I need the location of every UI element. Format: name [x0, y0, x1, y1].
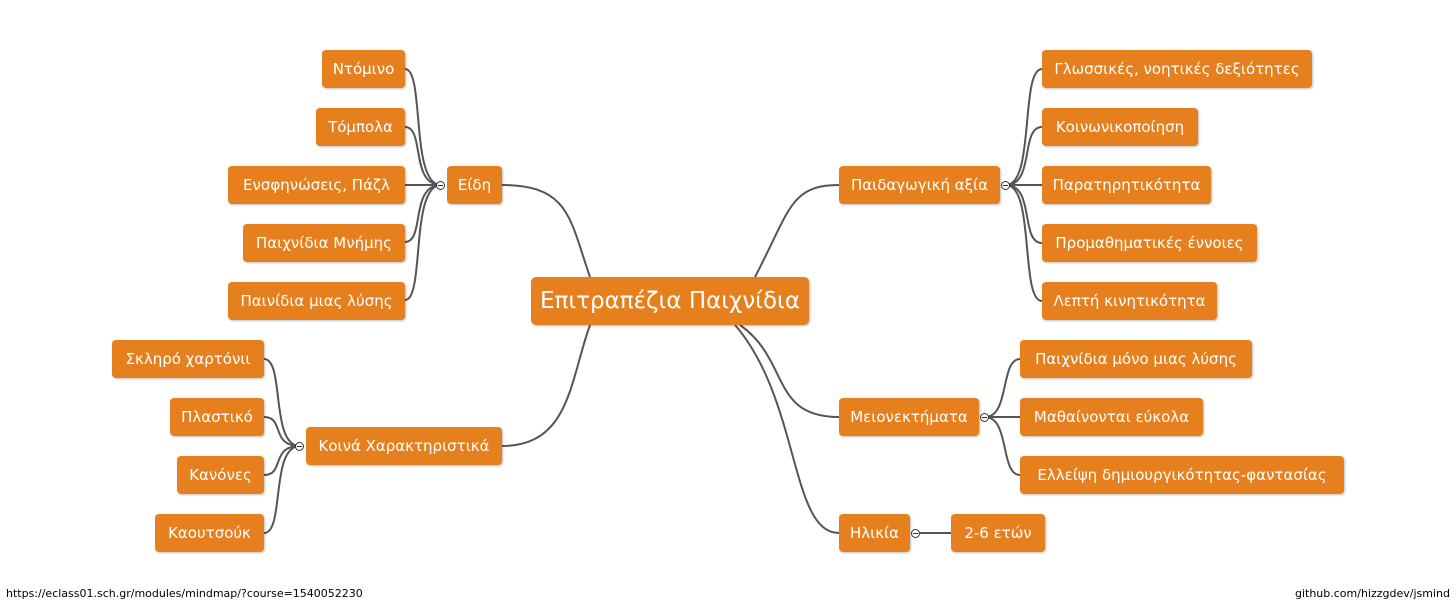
leaf-pedagogy-4[interactable]: Προμαθηματικές έννοιες — [1042, 224, 1257, 262]
line-types-5 — [404, 184, 442, 301]
leaf-drawbacks-1[interactable]: Παιχνίδια μόνο μιας λύσης — [1020, 340, 1252, 378]
branch-age[interactable]: Ηλικία — [839, 514, 910, 552]
branch-drawbacks[interactable]: Μειονεκτήματα — [839, 398, 979, 436]
line-pedagogy-4 — [1005, 184, 1043, 244]
line-common-1 — [263, 358, 301, 447]
leaf-types-2[interactable]: Τόμπολα — [316, 108, 405, 146]
collapse-age-toggle[interactable] — [911, 529, 920, 538]
footer-credit: github.com/hizzgdev/jsmind — [1294, 587, 1450, 600]
root-node[interactable]: Επιτραπέζια Παιχνίδια — [531, 277, 809, 325]
branch-common[interactable]: Κοινά Χαρακτηριστικά — [306, 427, 502, 465]
line-common-2 — [263, 416, 301, 447]
leaf-common-2[interactable]: Πλαστικό — [170, 398, 264, 436]
line-pedagogy-1 — [1005, 68, 1043, 186]
leaf-common-4[interactable]: Καουτσούκ — [155, 514, 264, 552]
collapse-drawbacks-toggle[interactable] — [980, 413, 989, 422]
leaf-types-4[interactable]: Παιχνίδια Μνήμης — [243, 224, 405, 262]
leaf-age-1[interactable]: 2-6 ετών — [951, 514, 1045, 552]
line-root-common — [501, 324, 591, 447]
leaf-drawbacks-3[interactable]: Ελλείψη δημιουργικότητας-φαντασίας — [1020, 456, 1344, 494]
collapse-types-toggle[interactable] — [436, 181, 445, 190]
line-root-age — [734, 324, 840, 534]
leaf-common-3[interactable]: Κανόνες — [177, 456, 264, 494]
footer-url: https://eclass01.sch.gr/modules/mindmap/… — [6, 587, 363, 600]
line-types-4 — [404, 184, 442, 243]
leaf-common-1[interactable]: Σκληρό χαρτόνιι — [112, 340, 264, 378]
branch-types[interactable]: Είδη — [447, 166, 502, 204]
line-pedagogy-5 — [1005, 184, 1043, 302]
line-root-drawbacks — [739, 324, 840, 418]
line-types-1 — [404, 68, 442, 186]
leaf-types-5[interactable]: Παινίδια μιας λύσης — [228, 282, 405, 320]
line-root-pedagogy — [754, 184, 840, 278]
line-pedagogy-2 — [1005, 126, 1043, 186]
leaf-drawbacks-2[interactable]: Μαθαίνονται εύκολα — [1020, 398, 1203, 436]
line-types-2 — [404, 126, 442, 186]
leaf-pedagogy-5[interactable]: Λεπτή κινητικότητα — [1042, 282, 1217, 320]
line-drawbacks-3 — [984, 416, 1021, 476]
leaf-pedagogy-2[interactable]: Κοινωνικοποίηση — [1042, 108, 1198, 146]
line-root-types — [501, 184, 591, 278]
leaf-types-1[interactable]: Ντόμινο — [322, 50, 405, 88]
leaf-types-3[interactable]: Ενσφηνώσεις, Πάζλ — [228, 166, 405, 204]
leaf-pedagogy-3[interactable]: Παρατηρητικότητα — [1042, 166, 1211, 204]
collapse-pedagogy-toggle[interactable] — [1001, 181, 1010, 190]
line-drawbacks-1 — [984, 358, 1021, 418]
leaf-pedagogy-1[interactable]: Γλωσσικές, νοητικές δεξιότητες — [1042, 50, 1312, 88]
branch-pedagogy[interactable]: Παιδαγωγική αξία — [839, 166, 1000, 204]
line-common-3 — [263, 445, 301, 476]
collapse-common-toggle[interactable] — [295, 442, 304, 451]
line-common-4 — [263, 445, 301, 534]
